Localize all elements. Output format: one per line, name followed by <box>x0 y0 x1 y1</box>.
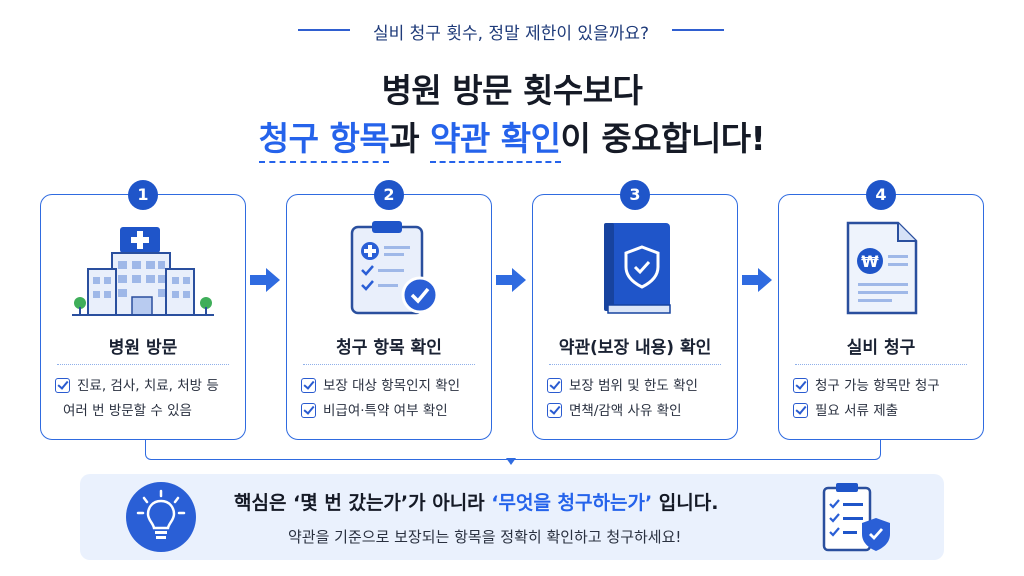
checkbox-icon <box>547 378 562 393</box>
summary-line-2: 약관을 기준으로 보장되는 항목을 정확히 확인하고 청구하세요! <box>288 528 682 546</box>
summary-text-pre: 핵심은 ‘몇 번 갔는가’가 아니라 <box>234 492 492 514</box>
check-item: 필요 서류 제출 <box>793 402 975 420</box>
checkbox-icon <box>55 378 70 393</box>
step-divider-2 <box>303 364 475 365</box>
step-title-2: 청구 항목 확인 <box>336 338 442 358</box>
check-text: 필요 서류 제출 <box>815 403 899 419</box>
step-checks-2: 보장 대상 항목인지 확인 비급여·특약 여부 확인 <box>301 377 483 427</box>
title-line-2: 청구 항목과 약관 확인이 중요합니다! <box>0 112 1024 163</box>
check-text: 비급여·특약 여부 확인 <box>323 403 448 419</box>
arrow-right-icon <box>250 268 280 292</box>
check-item: 면책/감액 사유 확인 <box>547 402 729 420</box>
checkbox-icon <box>793 378 808 393</box>
check-text: 진료, 검사, 치료, 처방 등 <box>77 378 219 394</box>
step-card-2: 청구 항목 확인 보장 대상 항목인지 확인 비급여·특약 여부 확인 <box>286 194 492 440</box>
checklist-shield-icon <box>818 480 898 556</box>
step-checks-1: 진료, 검사, 치료, 처방 등 여러 번 방문할 수 있음 <box>55 377 237 427</box>
title-connector: 과 <box>389 119 431 158</box>
checkbox-icon <box>793 403 808 418</box>
claim-document-won-icon: ₩ <box>779 213 983 323</box>
summary-text-post: 입니다. <box>652 492 719 514</box>
hospital-icon <box>41 213 245 323</box>
lightbulb-icon <box>126 482 196 552</box>
title-line-1: 병원 방문 횟수보다 <box>381 71 643 110</box>
checkbox-icon <box>547 403 562 418</box>
step-divider-3 <box>549 364 721 365</box>
arrow-right-icon <box>742 268 772 292</box>
tagline-rule-left <box>298 29 350 31</box>
step-title-3: 약관(보장 내용) 확인 <box>558 338 712 358</box>
title-highlight-policy-check: 약관 확인 <box>430 119 561 163</box>
step-divider-1 <box>57 364 229 365</box>
check-item: 보장 대상 항목인지 확인 <box>301 377 483 395</box>
check-item: 진료, 검사, 치료, 처방 등 <box>55 377 237 395</box>
arrow-right-icon <box>496 268 526 292</box>
checkbox-icon <box>301 403 316 418</box>
summary-highlight: ‘무엇을 청구하는가’ <box>491 492 653 514</box>
check-item: 여러 번 방문할 수 있음 <box>55 402 237 420</box>
step-card-1: 병원 방문 진료, 검사, 치료, 처방 등 여러 번 방문할 수 있음 <box>40 194 246 440</box>
step-title-1: 병원 방문 <box>108 338 178 358</box>
check-item: 비급여·특약 여부 확인 <box>301 402 483 420</box>
policy-book-shield-icon <box>533 213 737 323</box>
step-checks-3: 보장 범위 및 한도 확인 면책/감액 사유 확인 <box>547 377 729 427</box>
step-number-1: 1 <box>128 180 158 210</box>
step-number-2: 2 <box>374 180 404 210</box>
check-text: 면책/감액 사유 확인 <box>569 403 682 419</box>
step-title-4: 실비 청구 <box>846 338 916 358</box>
checkbox-icon <box>301 378 316 393</box>
summary-box: 핵심은 ‘몇 번 갔는가’가 아니라 ‘무엇을 청구하는가’ 입니다. 약관을 … <box>80 474 944 560</box>
tagline-rule-right <box>672 29 724 31</box>
title-highlight-claim-items: 청구 항목 <box>258 119 390 163</box>
tagline-row: 실비 청구 횟수, 정말 제한이 있을까요? <box>0 18 1024 44</box>
check-text: 보장 범위 및 한도 확인 <box>569 378 698 394</box>
svg-text:₩: ₩ <box>861 252 879 271</box>
check-text: 보장 대상 항목인지 확인 <box>323 378 461 394</box>
step-number-4: 4 <box>866 180 896 210</box>
step-card-4: ₩ 실비 청구 청구 가능 항목만 청구 필요 서류 제출 <box>778 194 984 440</box>
check-text: 청구 가능 항목만 청구 <box>815 378 940 394</box>
summary-line-1: 핵심은 ‘몇 번 갔는가’가 아니라 ‘무엇을 청구하는가’ 입니다. <box>234 488 718 515</box>
step-card-3: 약관(보장 내용) 확인 보장 범위 및 한도 확인 면책/감액 사유 확인 <box>532 194 738 440</box>
step-number-3: 3 <box>620 180 650 210</box>
connector-arrow-tip <box>506 458 516 465</box>
check-item: 보장 범위 및 한도 확인 <box>547 377 729 395</box>
checklist-clipboard-icon <box>287 213 491 323</box>
tagline: 실비 청구 횟수, 정말 제한이 있을까요? <box>372 24 650 44</box>
check-item: 청구 가능 항목만 청구 <box>793 377 975 395</box>
connector-bracket <box>145 440 881 460</box>
step-checks-4: 청구 가능 항목만 청구 필요 서류 제출 <box>793 377 975 427</box>
title-ending: 이 중요합니다! <box>560 119 766 158</box>
check-text-continuation: 여러 번 방문할 수 있음 <box>63 403 192 419</box>
step-divider-4 <box>795 364 967 365</box>
